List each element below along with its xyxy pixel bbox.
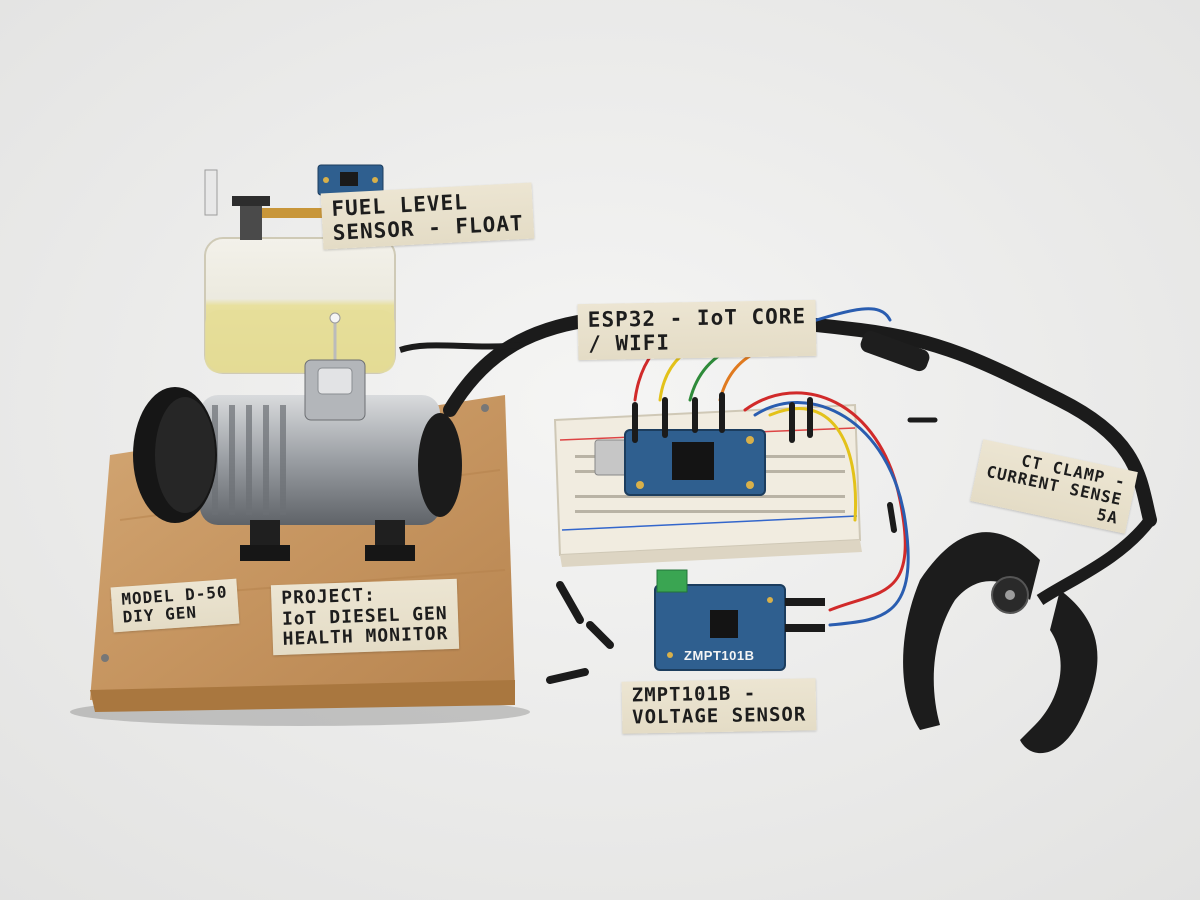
esp32-label-line-2: / WIFI [588, 330, 671, 357]
black-cable [399, 308, 1157, 527]
zmpt101b-label: ZMPT101B - VOLTAGE SENSOR [621, 678, 817, 734]
zmpt101b-board [654, 569, 825, 671]
loose-resistors [546, 417, 938, 684]
esp32-label-line-1: ESP32 - IoT CORE [587, 304, 807, 332]
fuel-level-sensor-label: FUEL LEVEL SENSOR - FLOAT [320, 182, 535, 250]
project-label-line-3: HEALTH MONITOR [282, 623, 449, 651]
fuel-tank [204, 169, 396, 374]
esp32-board [624, 429, 766, 496]
esp32-label: ESP32 - IoT CORE / WIFI [577, 299, 817, 361]
ct-clamp [903, 516, 1155, 754]
zmpt-label-line-2: VOLTAGE SENSOR [631, 703, 807, 729]
zmpt101b-board-print: ZMPT101B [684, 648, 755, 663]
diesel-engine [133, 359, 462, 561]
model-label: MODEL D-50 DIY GEN [110, 578, 240, 633]
project-label: PROJECT: IoT DIESEL GEN HEALTH MONITOR [270, 578, 459, 656]
